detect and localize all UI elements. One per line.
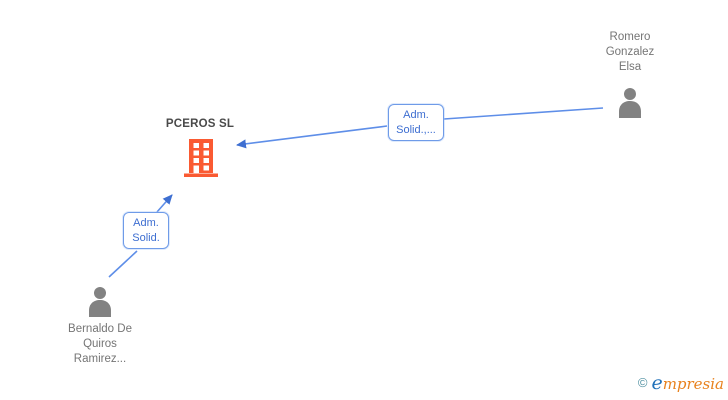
edge-label-line: Solid. [132, 231, 160, 244]
logo-brand-rest: mpresia [662, 375, 724, 393]
empresia-logo[interactable]: ©empresia [638, 372, 724, 394]
person-name-line: Bernaldo De [68, 323, 132, 335]
company-node-label[interactable]: PCEROS SL [165, 118, 235, 130]
person-name-line: Romero [609, 31, 651, 43]
edge-label-adm-solid[interactable]: Adm. Solid. [123, 212, 169, 249]
person-name-line: Elsa [618, 61, 642, 73]
person-icon [85, 285, 115, 317]
edge-right-segment-b [236, 125, 388, 149]
person-name-line: Quiros [83, 338, 117, 350]
edge-label-line: Solid.,... [396, 123, 436, 136]
edge-label-line: Adm. [403, 108, 429, 121]
person-name-line: Ramirez... [73, 353, 127, 365]
edge-left-segment-b [156, 194, 173, 213]
edge-label-line: Adm. [133, 216, 159, 229]
copyright-icon: © [637, 375, 648, 390]
company-node[interactable] [184, 139, 218, 177]
person-node-bernaldo[interactable]: Bernaldo De Quiros Ramirez... [42, 285, 158, 367]
logo-brand-first-letter: e [651, 372, 663, 394]
edge-label-adm-solid-truncated[interactable]: Adm. Solid.,... [388, 104, 444, 141]
building-icon [184, 139, 218, 177]
person-name-line: Gonzalez [605, 46, 655, 58]
person-icon [615, 86, 645, 118]
edge-left-segment-a [108, 250, 138, 278]
person-node-romero[interactable]: Romero Gonzalez Elsa [572, 30, 688, 123]
